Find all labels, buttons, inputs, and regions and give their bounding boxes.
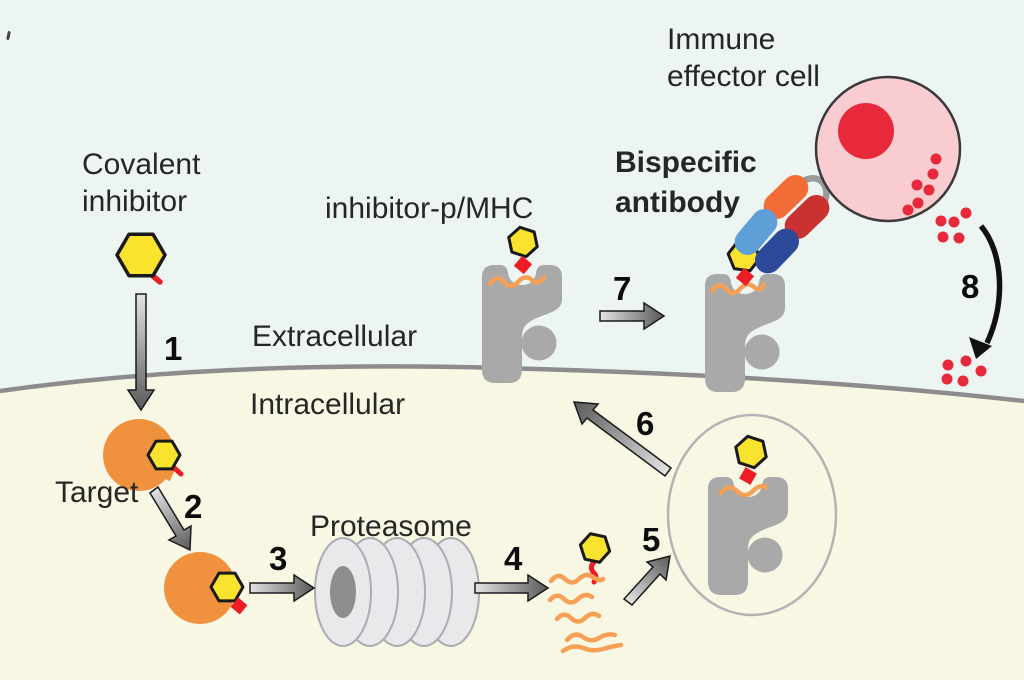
- extracellular-label: Extracellular: [252, 320, 418, 353]
- step-number-2: 2: [184, 488, 203, 525]
- step-number-1: 1: [164, 330, 183, 367]
- bispecific-antibody-label-line1: Bispecific: [615, 146, 757, 179]
- presented-peptide-2: [709, 281, 767, 296]
- step-arrow-4: [474, 573, 550, 603]
- step-arrow-2: [149, 485, 192, 552]
- presented-peptide-3: [718, 483, 770, 498]
- step-arrow-8-head: [969, 337, 992, 359]
- granules-at-target: [941, 355, 987, 387]
- covalent-inhibitor-label-line1: Covalent: [82, 148, 201, 181]
- step-arrow-5: [622, 554, 671, 607]
- inhibitor-hexagon-target-2: [209, 571, 245, 603]
- warhead-link-target-2: [230, 597, 248, 615]
- step-number-3: 3: [269, 540, 288, 577]
- target-protein-2: [164, 552, 248, 624]
- granules-inside-cell: [902, 153, 942, 216]
- warhead-link-surface-mhc: [513, 255, 533, 275]
- immune-effector-cell-label-line2: effector cell: [667, 60, 820, 93]
- proteasome-pore: [330, 566, 356, 618]
- bispecific-antibody-label-line2: antibody: [615, 186, 740, 219]
- intracellular-label: Intracellular: [250, 388, 406, 421]
- peptide-fragments-icon: [547, 532, 624, 654]
- antibody-domain-darkblue: [754, 228, 800, 274]
- intracellular-region: [0, 366, 1024, 680]
- immune-effector-cell-icon: [814, 75, 962, 223]
- inhibitor-hexagon-surface-mhc: [507, 225, 539, 259]
- target-protein-1: [103, 419, 184, 491]
- covalent-inhibitor-label-line2: inhibitor: [82, 185, 188, 218]
- proteasome-label: Proteasome: [310, 510, 472, 543]
- step-arrow-8: [978, 224, 1003, 345]
- step-number-7: 7: [613, 270, 632, 307]
- step-number-4: 4: [504, 540, 523, 577]
- antibody-domain-red: [784, 194, 830, 240]
- step-number-6: 6: [636, 405, 655, 442]
- presented-peptide-1: [487, 274, 547, 289]
- step-arrow-6: [572, 401, 673, 478]
- warhead-link-vesicle: [739, 467, 757, 485]
- mhc-molecule-surface: [482, 265, 562, 383]
- target-label: Target: [55, 476, 139, 509]
- cell-nucleus: [838, 103, 894, 159]
- step-arrow-1: [126, 293, 156, 412]
- inhibitor-hexagon-vesicle: [734, 434, 768, 470]
- inhibitor-pmhc-label: inhibitor-p/MHC: [325, 192, 534, 225]
- inhibitor-hexagon-target-1: [146, 439, 182, 471]
- granules-released: [935, 207, 972, 244]
- warhead-link-antibody: [735, 267, 755, 287]
- mhc-molecule-engaged: [705, 274, 785, 392]
- step-arrow-3: [249, 573, 316, 603]
- bispecific-antibody-label: Bispecific antibody: [615, 143, 757, 223]
- proteasome-icon: [314, 537, 480, 647]
- antibody-domain-orange: [763, 174, 809, 220]
- antibody-domain-lightblue: [734, 209, 778, 255]
- covalent-inhibitor-icon: [115, 232, 167, 285]
- vesicle-outline: [666, 413, 838, 617]
- step-arrow-7: [599, 301, 666, 331]
- immune-effector-cell-label: Immune effector cell: [667, 21, 820, 95]
- covalent-inhibitor-label: Covalent inhibitor: [82, 146, 200, 220]
- step-number-8: 8: [961, 268, 980, 305]
- bispecific-antibody-icon: [726, 174, 830, 287]
- step-number-5: 5: [642, 521, 661, 558]
- immune-effector-cell-label-line1: Immune: [667, 23, 776, 56]
- inhibitor-hexagon-peptide: [578, 532, 612, 564]
